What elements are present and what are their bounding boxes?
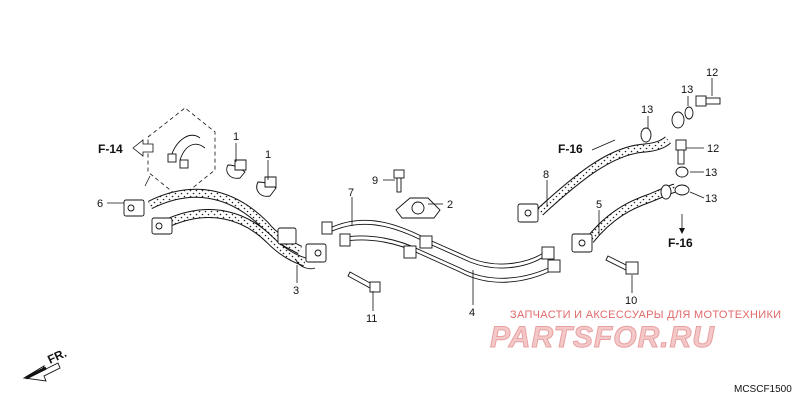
hose-right-assembly <box>517 136 677 253</box>
diagram-code: MCSCF1500 <box>734 384 792 395</box>
front-label: FR. <box>45 346 68 367</box>
ref-f16-lower[interactable]: F-16 <box>668 236 693 250</box>
pipe-middle-assembly <box>321 219 561 283</box>
callout-13d[interactable]: 13 <box>705 193 717 205</box>
callout-2[interactable]: 2 <box>447 199 453 211</box>
callout-7[interactable]: 7 <box>348 187 354 199</box>
callout-1b[interactable]: 1 <box>265 149 271 161</box>
front-direction-arrow <box>22 362 61 382</box>
callout-9[interactable]: 9 <box>372 175 378 187</box>
callout-1a[interactable]: 1 <box>233 131 239 143</box>
hose-left-assembly <box>123 188 327 270</box>
watermark-tagline: ЗАПЧАСТИ И АКСЕССУАРЫ ДЛЯ МОТОТЕХНИКИ <box>510 309 781 321</box>
callout-12a[interactable]: 12 <box>706 67 718 79</box>
clamp-1b[interactable] <box>256 176 277 197</box>
callout-13b[interactable]: 13 <box>681 84 693 96</box>
clamp-2[interactable] <box>395 197 441 219</box>
arrow-left-icon <box>132 139 154 157</box>
callout-6[interactable]: 6 <box>97 198 103 210</box>
callout-11[interactable]: 11 <box>366 313 377 325</box>
bolt-10[interactable] <box>605 255 639 275</box>
callout-13c[interactable]: 13 <box>705 167 717 179</box>
arrow-down-icon <box>679 228 685 234</box>
callout-10[interactable]: 10 <box>625 295 637 307</box>
inset-detail <box>132 107 216 199</box>
watermark-brand: PARTSFOR.RU <box>490 321 715 354</box>
callout-13a[interactable]: 13 <box>641 104 653 116</box>
leader-lines <box>107 78 713 311</box>
callout-3[interactable]: 3 <box>293 285 299 297</box>
callout-4[interactable]: 4 <box>469 307 475 319</box>
bolt-11[interactable] <box>347 271 381 293</box>
fitting-lower-right <box>660 139 690 200</box>
fitting-upper-right <box>640 95 721 143</box>
callout-8[interactable]: 8 <box>543 169 549 181</box>
callout-12b[interactable]: 12 <box>707 143 719 155</box>
clamp-1a[interactable] <box>226 159 247 179</box>
ref-f14[interactable]: F-14 <box>98 142 123 156</box>
bolt-9[interactable] <box>393 169 405 193</box>
ref-f16-upper[interactable]: F-16 <box>558 142 583 156</box>
callout-5[interactable]: 5 <box>596 199 602 211</box>
front-arrow-icon <box>22 362 61 382</box>
